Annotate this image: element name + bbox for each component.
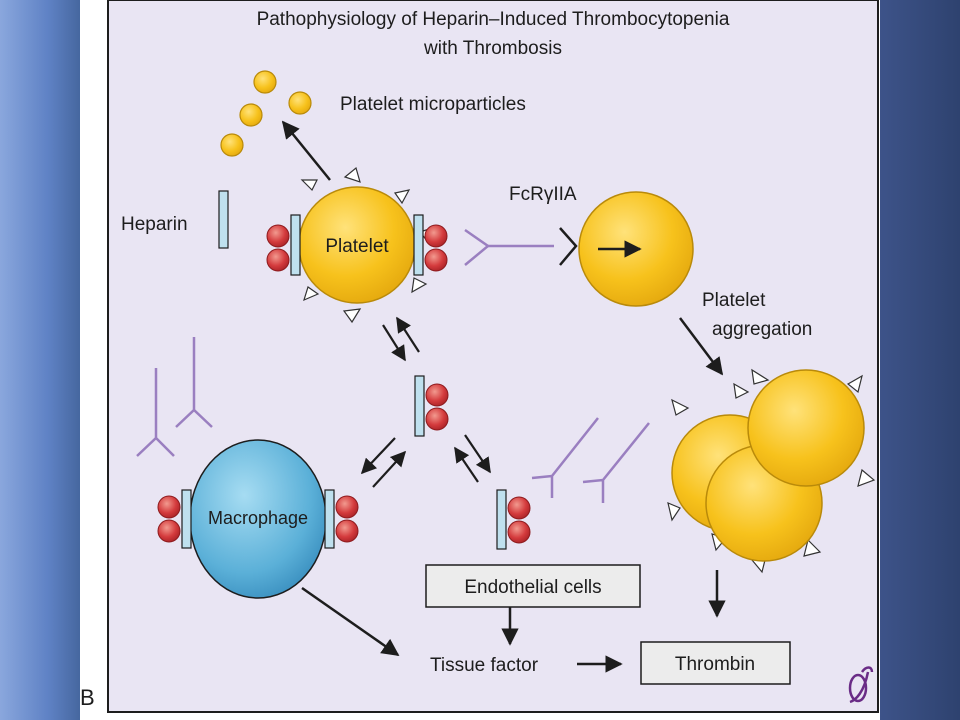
aggregation-arrow: [679, 317, 724, 376]
reversible-arrows-endothelial: [454, 434, 491, 483]
title-line2: with Thrombosis: [423, 38, 562, 59]
reversible-arrows-platelet: [382, 316, 420, 362]
aggregation-label-line2: aggregation: [712, 319, 812, 340]
aggregated-platelets: [667, 368, 876, 574]
antibody-igg-horizontal: [464, 228, 554, 266]
microparticles-label: Platelet microparticles: [340, 94, 526, 115]
microparticle-arrow: [281, 120, 331, 181]
title-line1: Pathophysiology of Heparin–Induced Throm…: [257, 9, 730, 30]
panel-letter: B: [80, 685, 95, 710]
endothelial-cells-box: [425, 564, 641, 608]
tissue-factor-label: Tissue factor: [430, 655, 539, 676]
aggregation-label-line1: Platelet: [702, 290, 766, 311]
platelet-right-complex: [413, 214, 448, 276]
macrophage-cell: Macrophage: [157, 439, 359, 599]
publisher-logo-icon: [848, 666, 874, 704]
thrombin-label: Thrombin: [675, 654, 755, 675]
free-antibodies-right: [531, 417, 650, 503]
platelet-microparticles: [220, 70, 312, 157]
heparin-bar: [218, 190, 229, 249]
thrombin-box: [640, 641, 791, 685]
endothelial-pf4-complex: [496, 489, 531, 550]
free-pf4-heparin-complex: [414, 375, 449, 437]
fcr-label: FcRγIIA: [509, 184, 577, 205]
activated-platelet: [559, 191, 694, 307]
free-antibodies-left: [136, 337, 213, 457]
left-decorative-band: [0, 0, 80, 720]
reversible-arrows-macrophage: [360, 437, 407, 488]
right-decorative-band: [880, 0, 960, 720]
platelet-label: Platelet: [325, 236, 389, 257]
macrophage-to-tissue-factor-arrow: [301, 586, 400, 657]
endothelial-cells-label: Endothelial cells: [464, 577, 601, 598]
heparin-label: Heparin: [121, 214, 188, 235]
macrophage-label: Macrophage: [208, 508, 308, 528]
platelet-left-complex: [266, 214, 301, 276]
